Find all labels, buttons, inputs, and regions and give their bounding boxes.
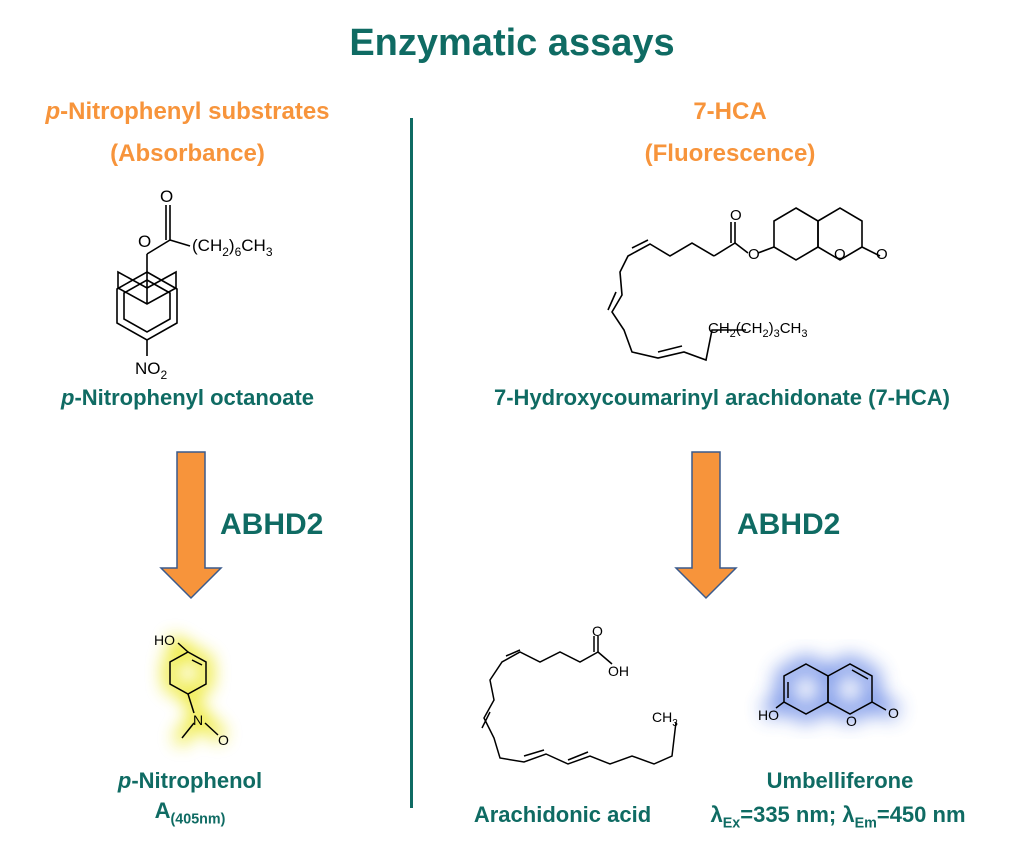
left-substrate-label: p-Nitrophenyl octanoate — [0, 385, 375, 411]
ex-sub: Ex — [722, 815, 741, 832]
readout-sub: (405nm) — [170, 811, 226, 828]
pnp-n-label: N — [193, 712, 203, 728]
page-title: Enzymatic assays — [349, 22, 675, 64]
right-header-line1: 7-HCA — [693, 98, 767, 125]
hca-carbonyl-o: O — [730, 207, 742, 224]
left-substrate-prefix: p — [60, 385, 75, 410]
arachidonic-acid-structure — [481, 636, 677, 765]
right-product2-label: Umbelliferone — [766, 768, 914, 793]
carbonyl-o-label: O — [160, 187, 173, 206]
left-product-prefix: p — [117, 768, 132, 793]
pnp-o-label: O — [218, 732, 229, 748]
left-header-rest: -Nitrophenyl substrates — [60, 98, 330, 125]
umb-blue-glow — [762, 656, 899, 722]
umb-ring-o-label: O — [846, 713, 857, 729]
left-substrate-rest: -Nitrophenyl octanoate — [74, 385, 315, 410]
left-reaction-arrow — [159, 451, 223, 600]
aa-oh-label: OH — [608, 663, 629, 679]
umbelliferone-structure — [775, 663, 887, 715]
em-sub: Em — [854, 815, 877, 832]
readout-main: A — [154, 798, 171, 823]
left-header-line1: p-Nitrophenyl substrates — [0, 98, 375, 126]
hca-lactone-o: O — [876, 246, 888, 263]
left-product-rest: -Nitrophenol — [131, 768, 263, 793]
svg-text:NO2: NO2 — [135, 359, 168, 382]
hca-ring-o: O — [834, 246, 846, 263]
pnp-ho-label: HO — [154, 632, 175, 648]
hca-ester-o: O — [748, 246, 760, 263]
column-divider — [410, 118, 413, 808]
svg-text:(CH2)6CH3: (CH2)6CH3 — [192, 236, 273, 259]
right-header-line2: (Fluorescence) — [644, 140, 816, 167]
left-readout-label: A(405nm) — [80, 798, 300, 827]
svg-text:CH2(CH2)3CH3: CH2(CH2)3CH3 — [708, 320, 808, 340]
umb-ho-label: HO — [758, 707, 779, 723]
lambda-em: λ — [842, 802, 855, 827]
svg-text:CH3: CH3 — [652, 709, 678, 729]
left-product-label: p-Nitrophenol — [80, 768, 300, 794]
p-nitrophenyl-octanoate-structure — [116, 205, 191, 356]
ex-value: =335 nm; — [740, 802, 843, 827]
right-reaction-arrow — [674, 451, 738, 600]
lambda-ex: λ — [710, 802, 723, 827]
ester-o-label: O — [138, 232, 151, 251]
aa-o-label: O — [592, 623, 603, 639]
umb-lactone-o-label: O — [888, 705, 899, 721]
left-header-line2: (Absorbance) — [110, 140, 265, 167]
left-header-prefix: p — [45, 98, 61, 125]
right-product1-label: Arachidonic acid — [473, 802, 652, 827]
left-enzyme-label: ABHD2 — [220, 508, 324, 541]
p-nitrophenol-structure — [169, 642, 219, 739]
wavelength-label: λEx=335 nm; λEm=450 nm — [688, 802, 988, 831]
em-value: =450 nm — [876, 802, 966, 827]
right-enzyme-label: ABHD2 — [737, 508, 841, 541]
right-substrate-label: 7-Hydroxycoumarinyl arachidonate (7-HCA) — [494, 385, 950, 410]
7-hca-structure — [607, 207, 881, 362]
